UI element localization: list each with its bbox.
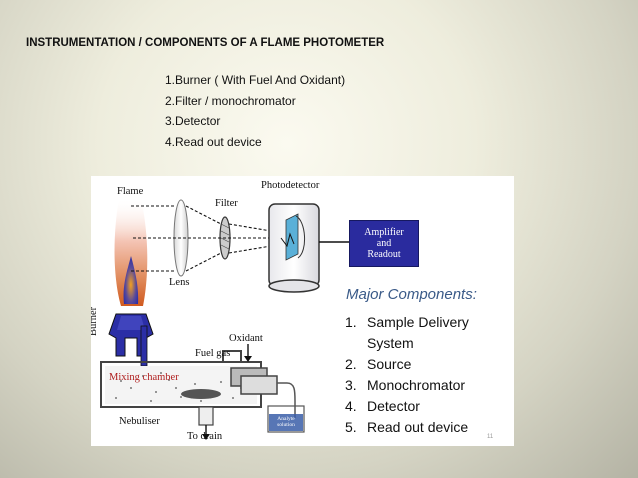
amplifier-readout-box: Amplifier and Readout (349, 220, 419, 267)
major-item: 4.Detector (345, 398, 420, 414)
flame-plume (114, 198, 148, 306)
major-components-list: 1.Sample Delivery System 2.Source 3.Mono… (345, 312, 469, 438)
components-list: 1.Burner ( With Fuel And Oxidant) 2.Filt… (165, 70, 345, 152)
page-number: 11 (487, 434, 494, 440)
photodetector-label: Photodetector (261, 180, 320, 191)
burner-label: Burner (91, 306, 99, 336)
major-item: 1.Sample Delivery (345, 314, 469, 330)
oxidant-label: Oxidant (229, 333, 263, 344)
major-item: 2.Source (345, 356, 412, 372)
analyte-label: Analyte solution (277, 416, 295, 428)
flame-photometer-diagram: Flame Photodetector Filter Lens Burner O… (91, 176, 514, 446)
component-item: 1.Burner ( With Fuel And Oxidant) (165, 73, 346, 87)
diagram-graphic (100, 198, 349, 440)
slide-title: INSTRUMENTATION / COMPONENTS OF A FLAME … (26, 37, 385, 49)
flame-label: Flame (117, 186, 144, 197)
major-item: 5.Read out device (345, 419, 469, 435)
lens-label: Lens (169, 277, 190, 288)
nebuliser-label: Nebuliser (119, 416, 160, 427)
major-item-continuation: System (367, 335, 414, 351)
mixing-chamber-label: Mixing chamber (109, 372, 179, 383)
flame-core (123, 256, 139, 304)
filter-label: Filter (215, 198, 238, 209)
major-item: 3.Monochromator (345, 377, 466, 393)
analyte-beaker (267, 405, 305, 433)
component-item: 3.Detector (165, 114, 221, 128)
component-item: 2.Filter / monochromator (165, 93, 296, 108)
component-item: 4.Read out device (165, 134, 262, 149)
major-components-heading: Major Components: (346, 286, 477, 303)
fuel-gas-label: Fuel gas (195, 348, 231, 359)
to-drain-label: To drain (187, 431, 223, 442)
